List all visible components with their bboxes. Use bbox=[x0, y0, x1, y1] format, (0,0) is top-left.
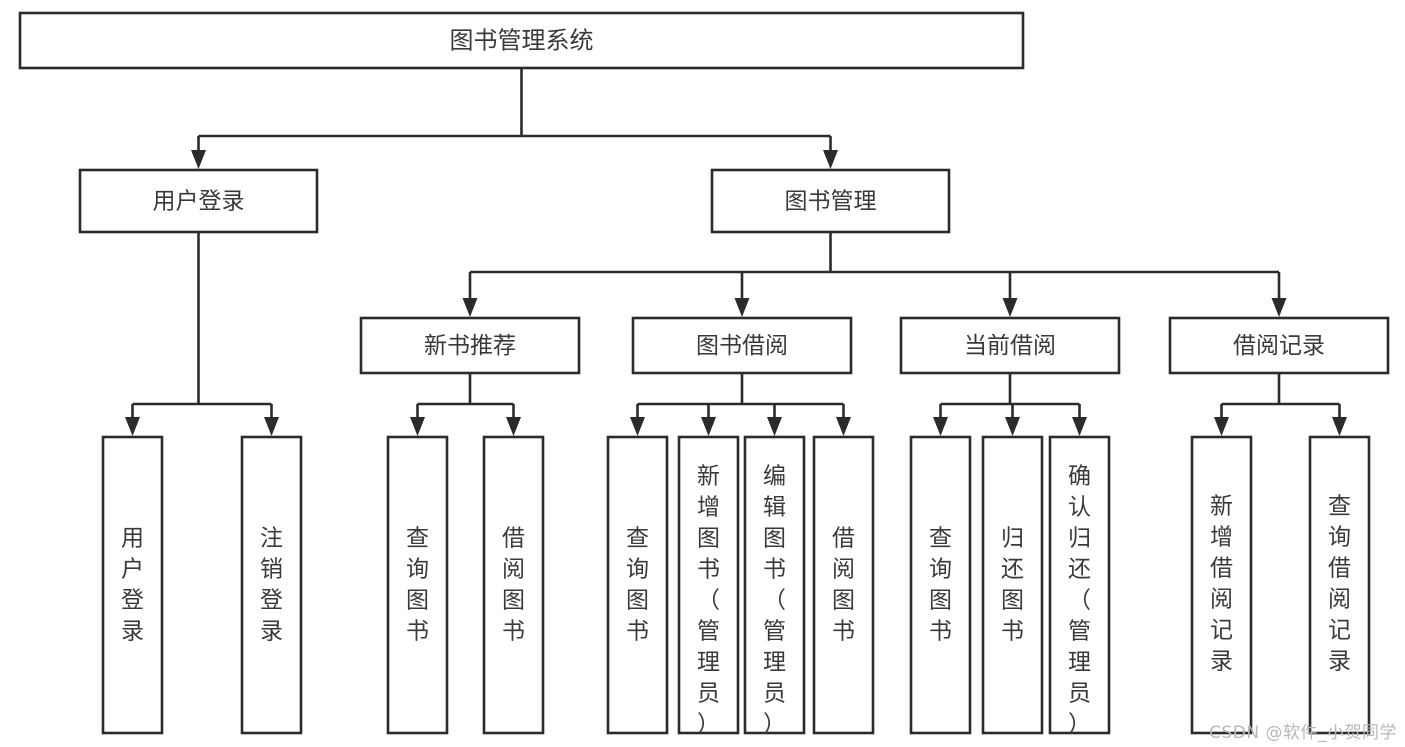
leaf-node-leaf-logout[interactable]: 注销登录 bbox=[240, 435, 303, 735]
node-rect[interactable] bbox=[981, 435, 1044, 735]
node-label: 图书管理系统 bbox=[450, 27, 594, 55]
node-rect[interactable] bbox=[677, 435, 740, 735]
node-label-vertical: 查询图书 bbox=[929, 525, 952, 644]
arrow-head bbox=[462, 298, 478, 317]
arrow-head bbox=[701, 417, 716, 436]
leaf-node-leaf-query-book-1[interactable]: 查询图书 bbox=[386, 435, 449, 735]
level3-node-new-book-rec[interactable]: 新书推荐 bbox=[359, 316, 581, 375]
node-rect[interactable] bbox=[1048, 435, 1111, 735]
node-label: 图书借阅 bbox=[696, 333, 788, 359]
leaf-node-leaf-query-record[interactable]: 查询借阅记录 bbox=[1308, 435, 1371, 735]
level3-node-book-borrow[interactable]: 图书借阅 bbox=[631, 316, 853, 375]
arrow-head bbox=[836, 417, 851, 436]
leaf-node-leaf-query-book-2[interactable]: 查询图书 bbox=[606, 435, 669, 735]
node-label-vertical: 新增图书（管理员） bbox=[697, 463, 720, 737]
node-rect[interactable] bbox=[631, 316, 853, 375]
arrow-head bbox=[125, 417, 140, 436]
node-rect[interactable] bbox=[899, 316, 1121, 375]
leaf-node-leaf-borrow-book-2[interactable]: 借阅图书 bbox=[812, 435, 875, 735]
node-rect[interactable] bbox=[240, 435, 303, 735]
node-label-vertical: 查询图书 bbox=[626, 525, 649, 644]
node-rect[interactable] bbox=[606, 435, 669, 735]
csdn-watermark: CSDN @软件_小贺同学 bbox=[1209, 723, 1397, 743]
leaf-node-leaf-add-book[interactable]: 新增图书（管理员） bbox=[677, 435, 740, 737]
leaf-node-leaf-query-book-3[interactable]: 查询图书 bbox=[909, 435, 972, 735]
node-rect[interactable] bbox=[18, 11, 1025, 70]
node-label-vertical: 查询借阅记录 bbox=[1328, 493, 1351, 674]
node-rect[interactable] bbox=[710, 168, 951, 234]
node-label-vertical: 归还图书 bbox=[1001, 525, 1024, 644]
node-label-vertical: 借阅图书 bbox=[832, 525, 855, 644]
leaf-node-leaf-return-book[interactable]: 归还图书 bbox=[981, 435, 1044, 735]
node-rect[interactable] bbox=[1190, 435, 1253, 735]
arrow-head bbox=[1271, 298, 1287, 317]
level2-node-user-login[interactable]: 用户登录 bbox=[78, 168, 319, 234]
arrow-head bbox=[734, 298, 750, 317]
leaf-node-leaf-user-login[interactable]: 用户登录 bbox=[101, 435, 164, 735]
arrow-head bbox=[410, 417, 425, 436]
connectors-layer bbox=[125, 68, 1347, 436]
node-rect[interactable] bbox=[359, 316, 581, 375]
arrow-head bbox=[264, 417, 279, 436]
node-label: 当前借阅 bbox=[964, 333, 1056, 359]
arrow-head bbox=[823, 150, 838, 169]
arrow-head bbox=[767, 417, 782, 436]
node-rect[interactable] bbox=[1168, 316, 1390, 375]
node-rect[interactable] bbox=[482, 435, 545, 735]
leaf-node-leaf-add-record[interactable]: 新增借阅记录 bbox=[1190, 435, 1253, 735]
node-label: 图书管理 bbox=[785, 189, 877, 215]
leaf-node-leaf-confirm-return[interactable]: 确认归还（管理员） bbox=[1048, 435, 1111, 737]
boxes-layer: 图书管理系统用户登录图书管理新书推荐图书借阅当前借阅借阅记录用户登录注销登录查询… bbox=[18, 11, 1390, 737]
arrow-head bbox=[1332, 417, 1347, 436]
node-label-vertical: 编辑图书（管理员） bbox=[763, 463, 786, 737]
node-rect[interactable] bbox=[101, 435, 164, 735]
arrow-head bbox=[1072, 417, 1087, 436]
node-label-vertical: 查询图书 bbox=[406, 525, 429, 644]
node-label-vertical: 确认归还（管理员） bbox=[1068, 463, 1091, 737]
node-rect[interactable] bbox=[812, 435, 875, 735]
node-rect[interactable] bbox=[909, 435, 972, 735]
arrow-head bbox=[630, 417, 645, 436]
leaf-node-leaf-edit-book[interactable]: 编辑图书（管理员） bbox=[743, 435, 806, 737]
arrow-head bbox=[1214, 417, 1229, 436]
leaf-node-leaf-borrow-book-1[interactable]: 借阅图书 bbox=[482, 435, 545, 735]
arrow-head bbox=[933, 417, 948, 436]
node-label: 用户登录 bbox=[153, 189, 245, 215]
node-label: 借阅记录 bbox=[1233, 333, 1325, 359]
node-rect[interactable] bbox=[743, 435, 806, 735]
node-rect[interactable] bbox=[1308, 435, 1371, 735]
root-node-root[interactable]: 图书管理系统 bbox=[18, 11, 1025, 70]
node-label-vertical: 注销登录 bbox=[260, 525, 283, 644]
node-label: 新书推荐 bbox=[424, 333, 516, 359]
node-label-vertical: 新增借阅记录 bbox=[1210, 493, 1233, 674]
level3-node-borrow-record[interactable]: 借阅记录 bbox=[1168, 316, 1390, 375]
node-rect[interactable] bbox=[386, 435, 449, 735]
arrow-head bbox=[1005, 417, 1020, 436]
node-label-vertical: 借阅图书 bbox=[502, 525, 525, 644]
arrow-head bbox=[1002, 298, 1018, 317]
node-label-vertical: 用户登录 bbox=[121, 525, 144, 644]
arrow-head bbox=[506, 417, 521, 436]
arrow-head bbox=[191, 150, 206, 169]
node-rect[interactable] bbox=[78, 168, 319, 234]
level3-node-current-borrow[interactable]: 当前借阅 bbox=[899, 316, 1121, 375]
level2-node-book-manage[interactable]: 图书管理 bbox=[710, 168, 951, 234]
